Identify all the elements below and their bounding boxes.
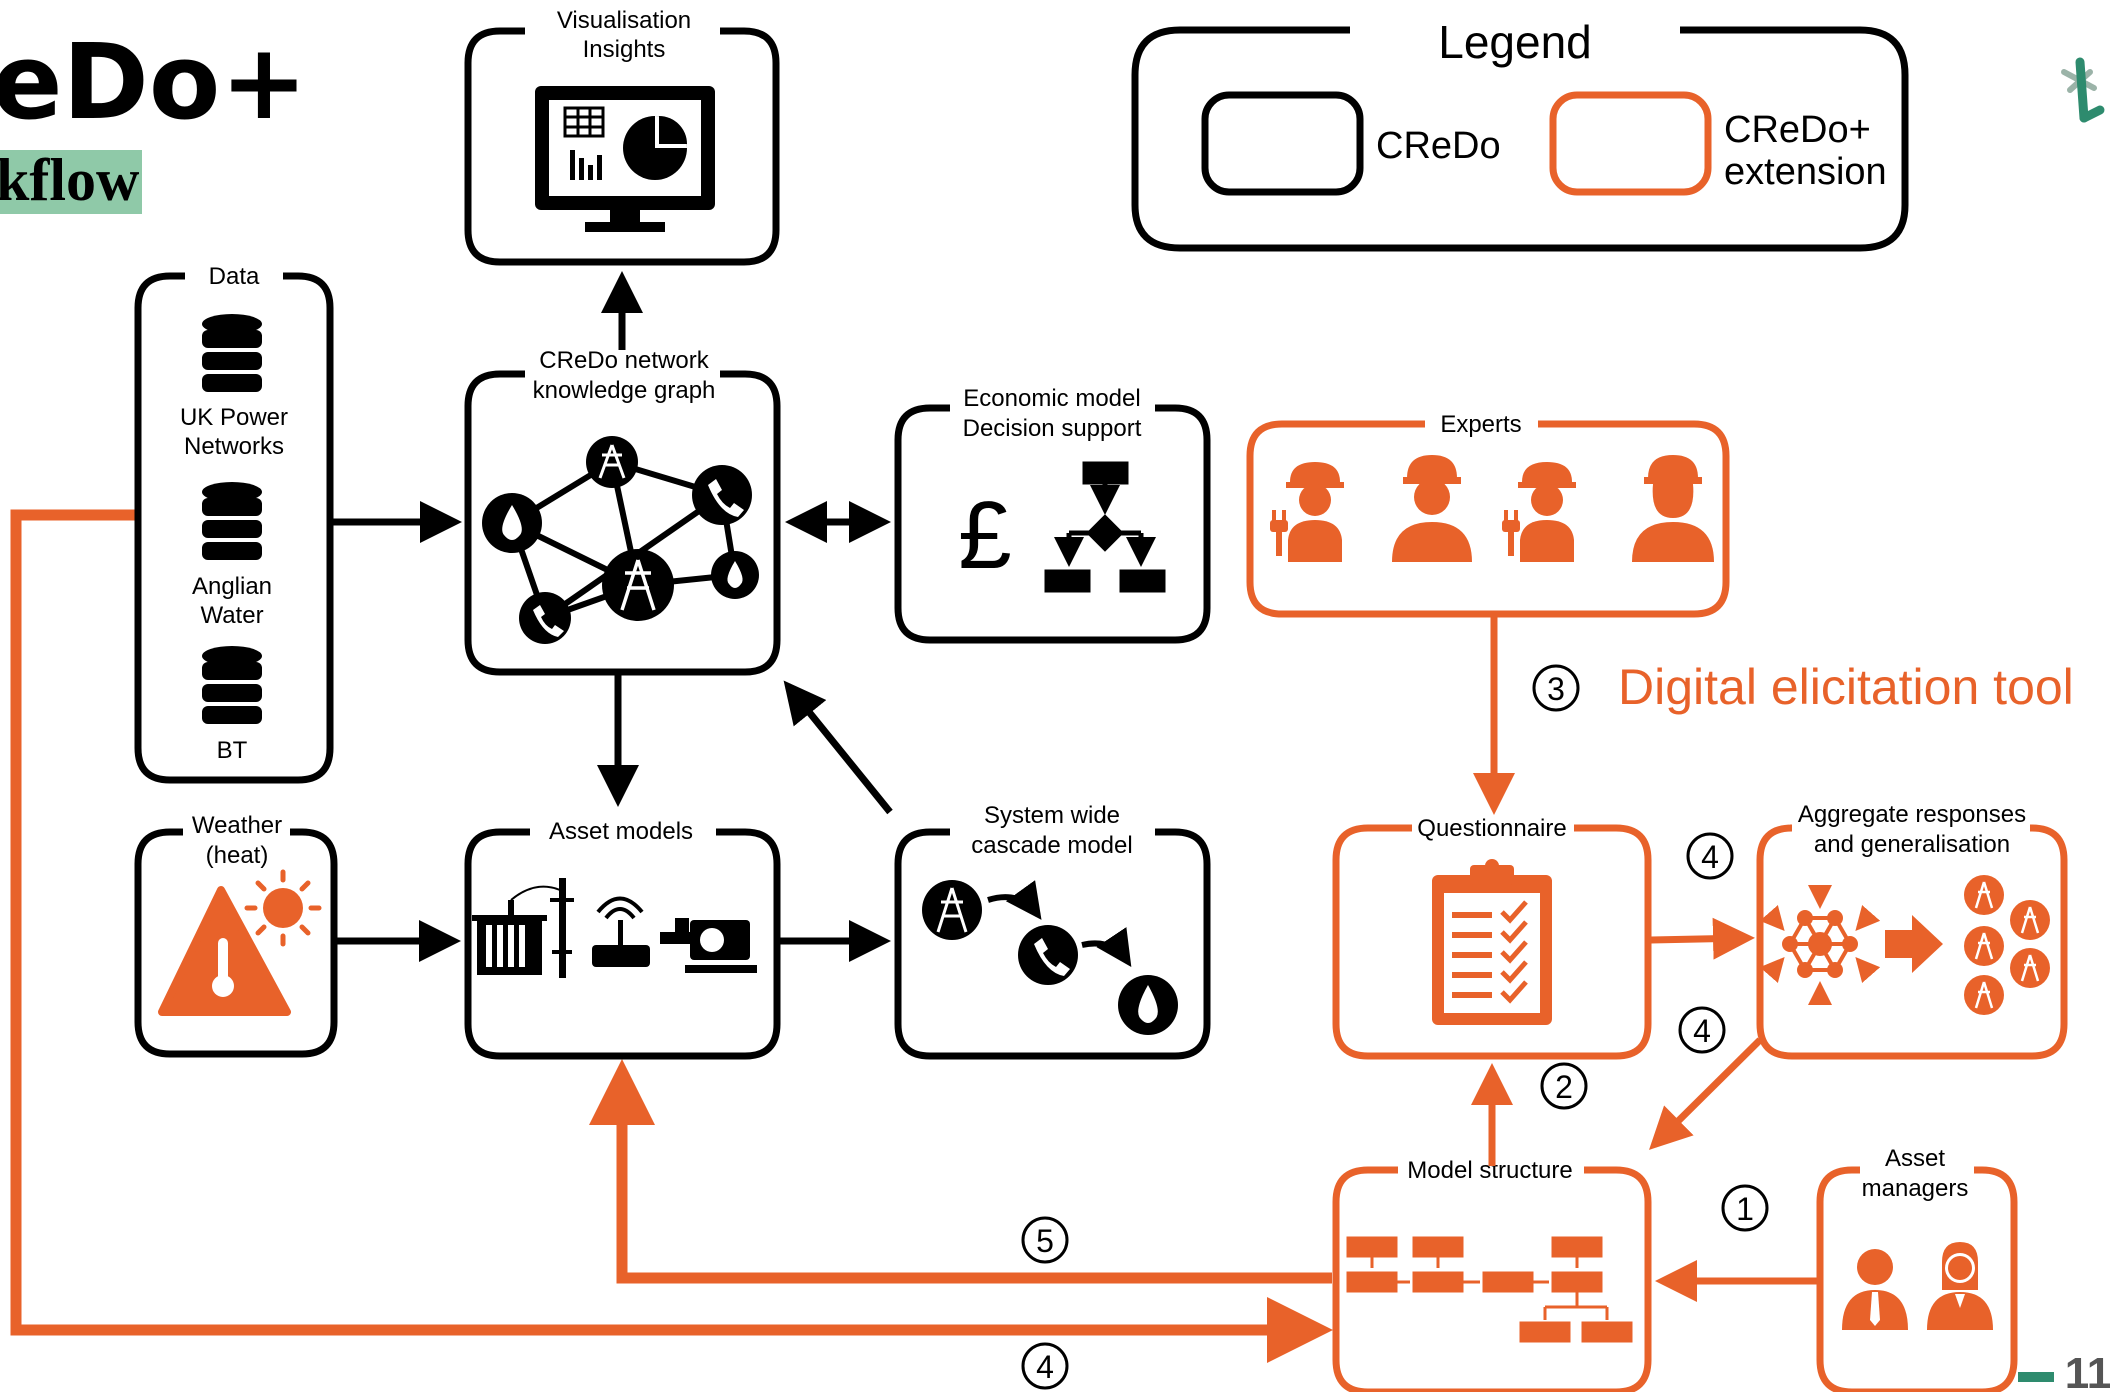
experts-label: Experts [1440,411,1521,438]
asset-models-box: Asset models [464,818,781,1060]
transformer-icon [472,885,561,975]
weather-label-2: (heat) [206,842,269,869]
data-box: Data UK Power Networks Anglian Water BT [134,263,334,784]
phone-node-icon [692,465,752,525]
arrow-questionnaire-to-aggregate [1647,917,1755,960]
logo-icon [2061,57,2105,123]
page-title: eDo+ [0,21,307,143]
economic-label-1: Economic model [963,385,1140,412]
pound-icon: £ [958,482,1011,589]
water-node-icon [711,551,759,599]
connector-data-to-model-structure [10,509,1333,1363]
data-item-ukpn-1: UK Power [180,404,288,431]
step-4-label: 4 [1693,1013,1711,1049]
engineer-icon [1270,462,1344,562]
database-icon [202,482,262,560]
data-item-anglian-2: Water [200,602,263,629]
step-marker: 4 [1021,1342,1069,1390]
step-2-label: 2 [1555,1069,1573,1105]
engineer-icon [1502,462,1576,562]
manager-icon [1842,1249,1908,1330]
economic-model-box: Economic model Decision support £ [894,385,1211,644]
cascade-label-2: cascade model [971,832,1132,859]
pump-icon [660,918,757,973]
step-marker: 5 [1021,1216,1069,1264]
footer-accent [2018,1372,2054,1382]
step-4-label: 4 [1036,1349,1054,1385]
weather-label-1: Weather [192,812,282,839]
pylon-node-icon [602,549,674,621]
knowledge-graph-label-1: CReDo network [539,347,709,374]
arrow-aggregate-to-model-structure [1649,1037,1763,1150]
legend: Legend CReDo CReDo+ extension [1131,16,1909,252]
data-label: Data [209,263,260,290]
knowledge-graph-label-2: knowledge graph [533,377,716,404]
asset-managers-label-2: managers [1862,1175,1969,1202]
cascade-icon [922,880,1178,1035]
visualisation-label-2: Insights [583,36,666,63]
engineer-icon [1392,455,1472,562]
database-icon [202,646,262,724]
manager-icon [1927,1242,1993,1330]
aggregation-icon [1759,885,1881,1005]
clipboard-icon [1432,859,1552,1025]
weather-box: Weather (heat) [134,812,338,1058]
data-item-ukpn-2: Networks [184,433,284,460]
asset-models-label: Asset models [549,818,693,845]
page-subtitle: kflow [0,147,140,213]
legend-title: Legend [1438,16,1592,68]
visualisation-label-1: Visualisation [557,7,691,34]
engineer-icon [1632,455,1714,562]
arrow-right-icon [1885,915,1943,973]
legend-credo-plus-label-2: extension [1724,151,1887,193]
subtitle-band [0,150,142,214]
phone-node-icon [519,592,571,644]
router-icon [592,896,650,967]
data-item-anglian-1: Anglian [192,573,272,600]
step-3-label: 3 [1547,671,1565,707]
flowchart-icon [1044,461,1166,593]
visualisation-box: Visualisation Insights [464,7,780,266]
knowledge-graph-box: CReDo network knowledge graph [464,347,781,676]
page-number: 11 [2065,1349,2112,1392]
experts-box: Experts [1246,411,1730,618]
pylon-cluster-icon [1964,875,2050,1015]
economic-label-2: Decision support [963,415,1142,442]
heat-warning-icon [158,869,322,1016]
arrow-cascade-to-graph [783,680,893,815]
water-node-icon [482,493,542,553]
elicitation-tool-label: Digital elicitation tool [1618,659,2074,715]
aggregate-label-1: Aggregate responses [1798,801,2026,828]
monitor-icon [535,86,715,232]
aggregate-label-2: and generalisation [1814,831,2010,858]
asset-managers-box: Asset managers [1816,1145,2018,1392]
step-marker: 2 [1540,1062,1588,1110]
connector-model-structure-to-asset-models [589,1059,1332,1284]
legend-credo-swatch [1201,91,1364,196]
pylon-node-icon [586,436,638,488]
legend-credo-label: CReDo [1376,125,1501,167]
model-structure-icon [1346,1236,1633,1343]
elicitation-tool-annotation: 3 Digital elicitation tool [1473,614,2074,815]
data-item-bt: BT [217,737,248,764]
aggregate-box: Aggregate responses and generalisation [1756,801,2068,1060]
asset-managers-label-1: Asset [1885,1145,1945,1172]
database-icon [202,314,262,392]
step-marker: 4 [1678,1006,1726,1054]
cascade-model-box: System wide cascade model [894,802,1211,1060]
questionnaire-label: Questionnaire [1417,815,1566,842]
model-structure-box: Model structure [1332,1157,1652,1392]
step-5-label: 5 [1036,1223,1054,1259]
pole-icon [550,878,574,978]
legend-credo-plus-label-1: CReDo+ [1724,109,1871,151]
legend-credo-plus-swatch [1549,91,1712,196]
questionnaire-box: Questionnaire [1332,815,1652,1060]
step-marker: 1 [1721,1184,1769,1232]
cascade-label-1: System wide [984,802,1120,829]
step-marker: 4 [1686,832,1734,880]
step-4-label: 4 [1701,839,1719,875]
step-1-label: 1 [1736,1191,1754,1227]
